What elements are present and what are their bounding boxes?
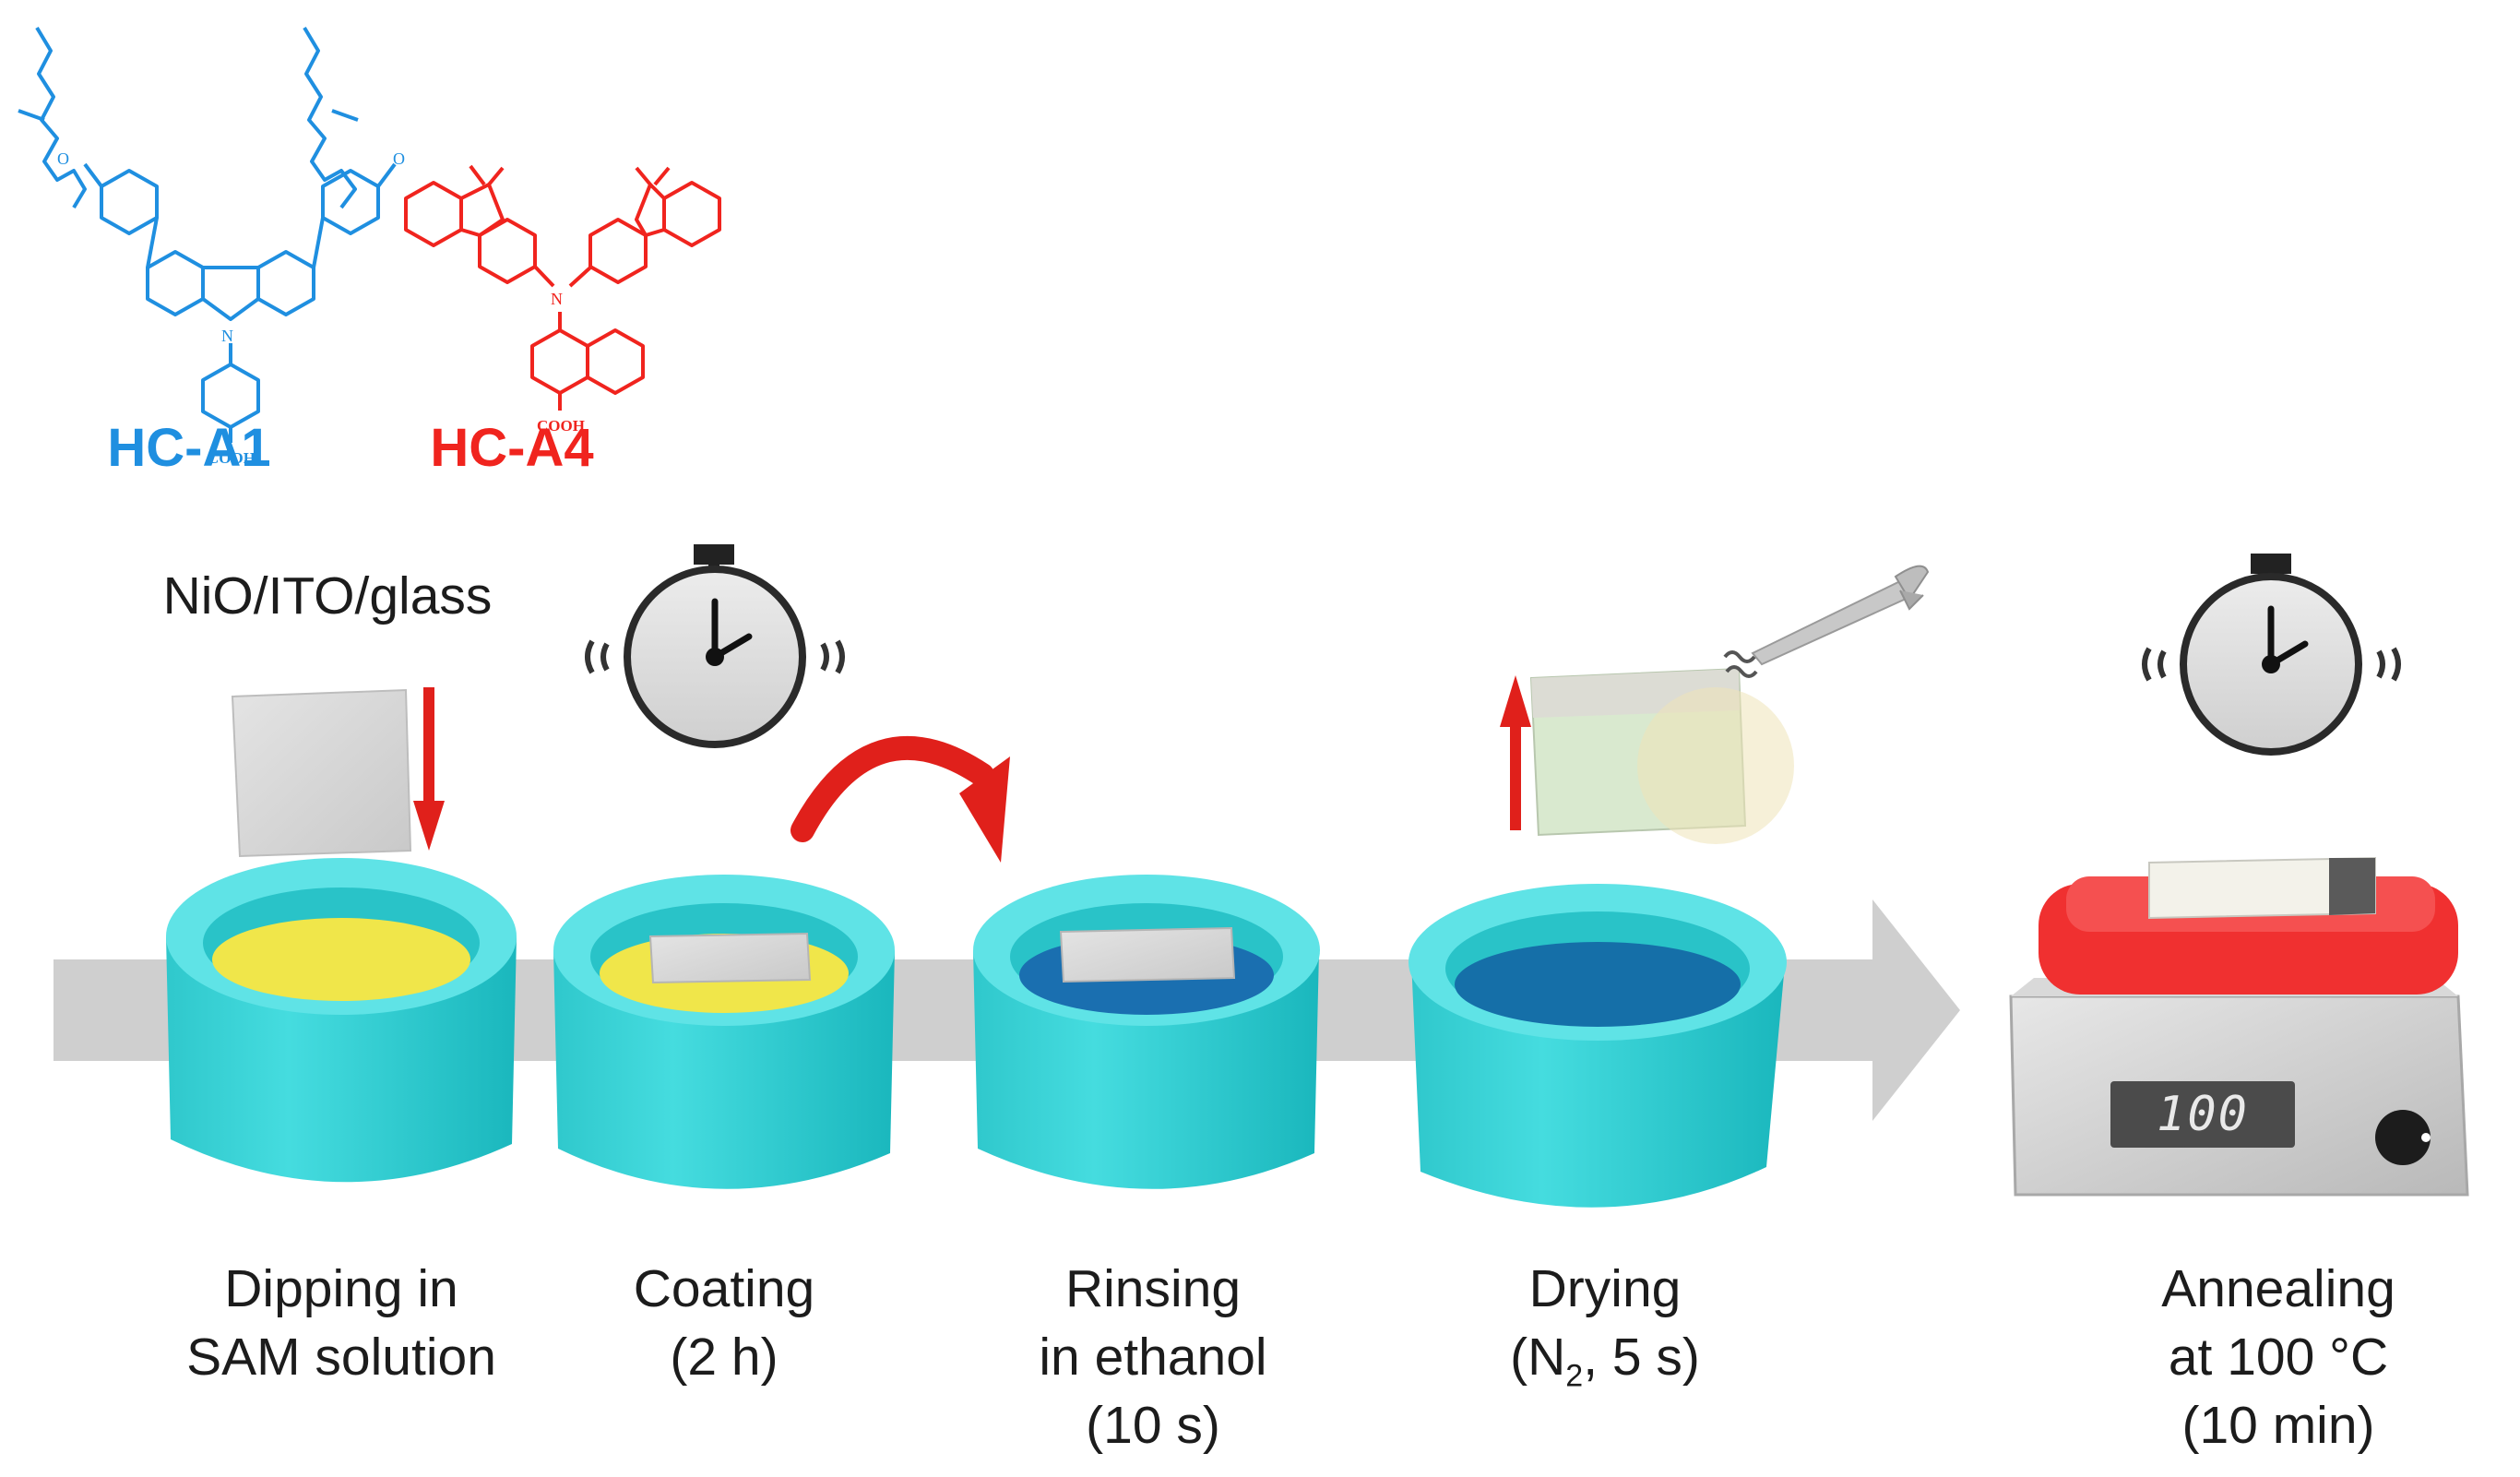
beaker-sam-solution — [166, 858, 517, 1182]
step-label-dipping: Dipping in SAM solution — [175, 1255, 507, 1391]
up-arrow-icon — [1500, 675, 1531, 830]
step-label-rinsing: Rinsing in ethanol (10 s) — [1005, 1255, 1301, 1459]
hc-a4-structure: N COOH — [406, 166, 719, 435]
step-label-drying: Drying (N2, 5 s) — [1457, 1255, 1753, 1410]
svg-text:O: O — [393, 149, 405, 168]
hc-a4-label: HC-A4 — [430, 418, 593, 478]
step-label-annealing: Annealing at 100 °C (10 min) — [2122, 1255, 2435, 1459]
svg-text:O: O — [57, 149, 69, 168]
stopwatch-icon — [588, 544, 842, 744]
stopwatch-icon — [2145, 554, 2398, 752]
drying-conditions: (N2, 5 s) — [1457, 1323, 1753, 1410]
beaker-drying — [1409, 884, 1787, 1208]
svg-text:N: N — [221, 327, 233, 345]
drying-substrate — [1531, 669, 1794, 844]
hc-a1-structure: O N O COOH — [18, 28, 405, 467]
hotplate-temperature-display: 100 — [2110, 1081, 2295, 1148]
curved-arrow-icon — [802, 748, 1010, 863]
substrate-glass — [232, 690, 410, 856]
svg-text:N: N — [551, 290, 563, 308]
n2-gun-icon — [1725, 566, 1928, 676]
beaker-coating — [553, 875, 895, 1189]
substrate-label: NiO/ITO/glass — [163, 566, 493, 625]
hc-a1-label: HC-A1 — [107, 418, 270, 478]
down-arrow-icon — [413, 687, 445, 851]
beaker-rinsing — [973, 875, 1320, 1189]
step-label-coating: Coating (2 h) — [581, 1255, 867, 1391]
